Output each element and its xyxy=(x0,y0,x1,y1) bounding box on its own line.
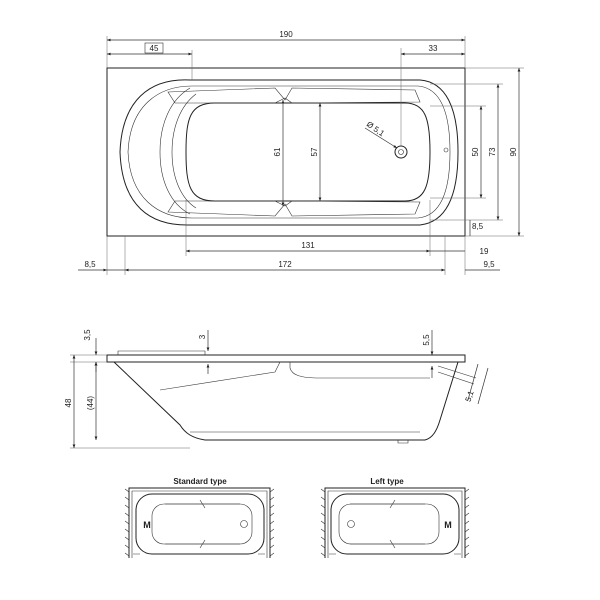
dim-48: 48 xyxy=(64,398,73,407)
dim-9-5: 9,5 xyxy=(483,260,495,269)
standard-mark: M xyxy=(143,520,151,530)
left-type-variant: Left type M xyxy=(320,477,470,558)
dim-90: 90 xyxy=(509,147,518,156)
dim-172: 172 xyxy=(278,260,292,269)
dim-8-5-left: 8,5 xyxy=(84,260,96,269)
left-tub xyxy=(330,493,460,555)
dim-drain-diameter: Ø 5,1 xyxy=(365,120,387,139)
dim-19: 19 xyxy=(480,247,489,256)
tub-outline xyxy=(106,67,466,237)
standard-type-label: Standard type xyxy=(173,477,227,486)
dim-45: 45 xyxy=(150,44,159,53)
dim-190: 190 xyxy=(279,30,293,39)
armrest-bottom xyxy=(167,200,421,217)
tub-body xyxy=(113,361,459,441)
dim-44: (44) xyxy=(86,396,95,411)
overflow-icon xyxy=(443,147,449,153)
left-type-label: Left type xyxy=(370,477,404,486)
overflow-pipe xyxy=(437,365,477,385)
inner-seat xyxy=(289,362,430,379)
plan-view: 190 45 33 90 73 50 8,5 61 57 Ø 5,1 xyxy=(78,30,524,275)
dim-5-1-side: 5,1 xyxy=(464,389,476,403)
wall-left xyxy=(324,487,466,558)
dim-57: 57 xyxy=(310,147,319,156)
dim-61: 61 xyxy=(273,147,282,156)
tub-shell-inner xyxy=(127,85,451,219)
headrest-curve-2 xyxy=(171,93,197,209)
headrest-curve xyxy=(159,87,191,215)
side-view: 5,1 3,5 48 (44) 3 5,5 xyxy=(64,329,489,449)
foot-stub-1 xyxy=(397,440,409,444)
left-drain-icon xyxy=(347,520,355,528)
dim-8-5-right: 8,5 xyxy=(472,222,484,231)
tub-rim xyxy=(106,354,466,363)
dim-5-5: 5,5 xyxy=(422,334,431,346)
drain-inner xyxy=(398,149,404,155)
left-mark: M xyxy=(444,520,452,530)
dim-33: 33 xyxy=(429,44,438,53)
wall-standard xyxy=(128,487,271,558)
dim-50: 50 xyxy=(471,147,480,156)
dim-3-5: 3,5 xyxy=(83,329,92,341)
dim-73: 73 xyxy=(488,147,497,156)
headrest-profile xyxy=(117,350,206,355)
dim-131: 131 xyxy=(301,241,315,250)
dim-3: 3 xyxy=(198,334,207,339)
armrest-top xyxy=(167,87,421,104)
inner-back xyxy=(159,361,281,391)
standard-tub xyxy=(135,493,265,555)
tub-shell xyxy=(119,79,459,226)
standard-drain-icon xyxy=(240,520,248,528)
basin xyxy=(185,102,431,202)
standard-type-variant: Standard type M xyxy=(124,477,275,558)
